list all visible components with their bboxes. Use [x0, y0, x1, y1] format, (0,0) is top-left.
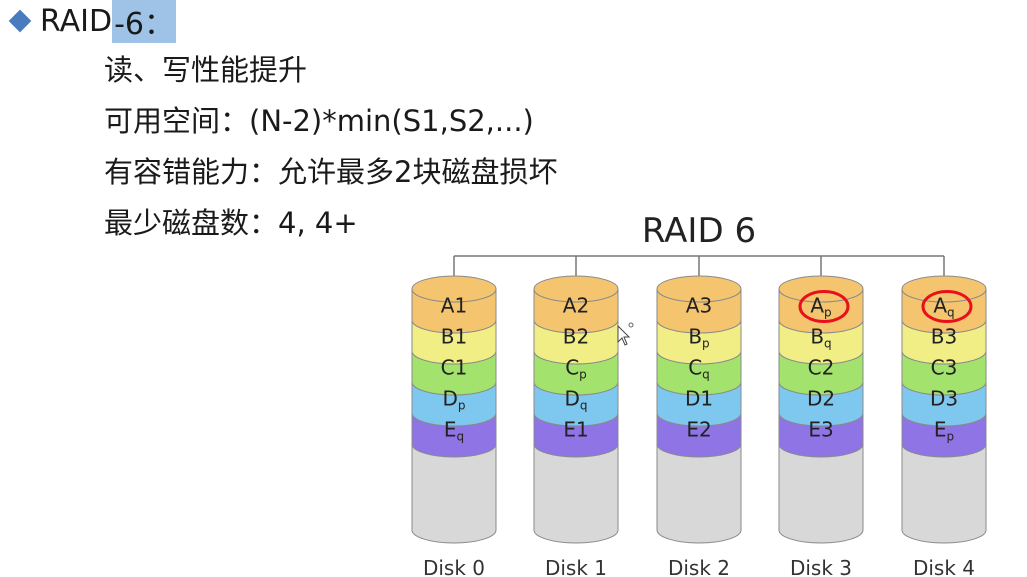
line-performance: 读、写性能提升 [104, 53, 308, 87]
disk-label: Disk 3 [790, 556, 852, 577]
title-highlight: -6： [112, 0, 177, 43]
disk-empty-space [533, 443, 619, 544]
block-label: Cp [565, 356, 587, 382]
disk-empty-space [778, 443, 864, 544]
block-label: Dp [442, 387, 465, 413]
block-label: A3 [686, 294, 712, 318]
slide-body: 读、写性能提升 可用空间：(N-2)*min(S1,S2,...) 有容错能力：… [104, 48, 557, 252]
block-label: D1 [685, 387, 713, 411]
block-label: B2 [563, 325, 589, 349]
disk-top-cap [533, 275, 619, 303]
bus-connectors [453, 255, 945, 276]
block-label: E3 [808, 418, 833, 442]
slide-title: RAID-6： [6, 0, 177, 43]
line-fault-tolerance: 有容错能力：允许最多2块磁盘损坏 [104, 155, 558, 189]
red-annotation-circle [798, 290, 850, 323]
block-label: C3 [931, 356, 958, 380]
block-label: D3 [930, 387, 958, 411]
disk-label: Disk 2 [668, 556, 730, 577]
block-label: C1 [441, 356, 468, 380]
block-label: Ep [934, 418, 954, 444]
block-label: E2 [686, 418, 711, 442]
block-label: Dq [564, 387, 587, 413]
block-label: Aq [933, 294, 954, 320]
block-label: Cq [688, 356, 710, 382]
line-usable-space: 可用空间：(N-2)*min(S1,S2,...) [104, 104, 534, 138]
block-label: Bp [688, 325, 709, 351]
block-label: A2 [563, 294, 589, 318]
disk-label: Disk 4 [913, 556, 975, 577]
disk-top-cap [656, 275, 742, 303]
block-label: Eq [444, 418, 464, 444]
disk-label: Disk 1 [545, 556, 607, 577]
title-main: RAID [40, 3, 113, 39]
line-min-disks: 最少磁盘数：4, 4+ [104, 206, 358, 240]
block-label: C2 [808, 356, 835, 380]
disk-empty-space [411, 443, 497, 544]
block-label: B1 [441, 325, 467, 349]
disk-top-cap [411, 275, 497, 303]
mouse-cursor-icon [617, 322, 634, 346]
diagram-title: RAID 6 [642, 211, 756, 251]
block-label: Bq [810, 325, 831, 351]
block-label: E1 [563, 418, 588, 442]
disk-empty-space [901, 443, 987, 544]
disk-empty-space [656, 443, 742, 544]
block-label: B3 [931, 325, 957, 349]
block-label: Ap [810, 294, 831, 320]
block-label: A1 [441, 294, 467, 318]
block-label: D2 [807, 387, 835, 411]
red-annotation-circle [921, 290, 973, 323]
disk-label: Disk 0 [423, 556, 485, 577]
